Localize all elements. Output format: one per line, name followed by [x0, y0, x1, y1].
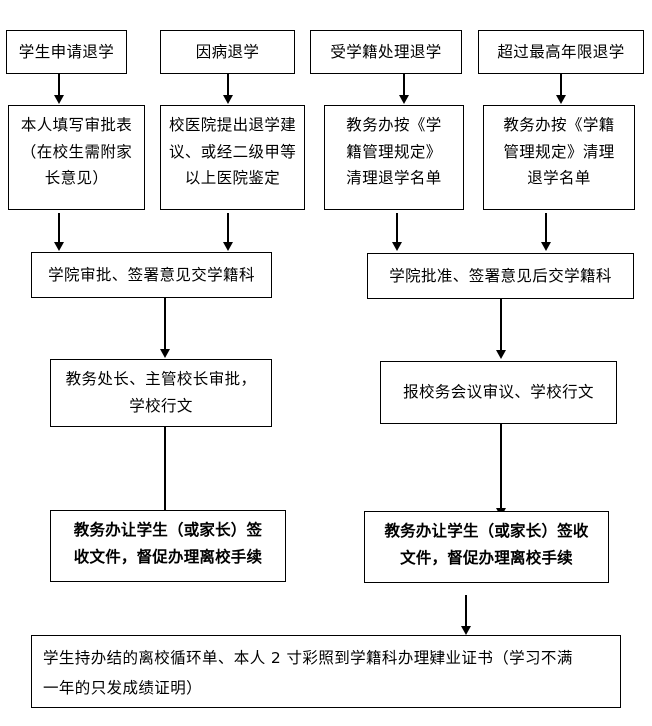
node-hospital-recommendation[interactable]: 校医院提出退学建 议、或经二级甲等 以上医院鉴定 [160, 105, 305, 210]
node-line: 学生持办结的离校循环单、本人 2 寸彩照到学籍科办理肄业证书（学习不满 [43, 649, 573, 667]
node-line: 长意见） [44, 169, 109, 188]
node-college-approval-right[interactable]: 学院批准、签署意见后交学籍科 [367, 253, 634, 299]
node-line: 文件，督促办理离校手续 [400, 548, 573, 567]
node-line: 教务办按《学 [346, 116, 442, 134]
arrowhead-n5_right-n6_final [461, 626, 471, 635]
arrowhead-n2_4-n3_right [541, 242, 551, 251]
connector-n4_right-n5_right [500, 424, 502, 510]
node-illness-withdrawal[interactable]: 因病退学 [160, 30, 295, 74]
node-line: 一年的只发成绩证明） [43, 679, 203, 698]
node-line: 教务办让学生（或家长）签 [73, 521, 263, 539]
node-line: 受学籍处理退学 [330, 42, 442, 61]
connector-n3_right-n4_right [500, 299, 502, 352]
node-line: 籍管理规定》 [346, 142, 442, 161]
node-line: 教务处长、主管校长审批， [65, 370, 257, 388]
arrowhead-n1_2-n2_2 [223, 95, 233, 104]
connector-n5_right-n6_final [465, 595, 467, 628]
connector-n2_4-n3_right [545, 213, 547, 244]
node-school-meeting-review[interactable]: 报校务会议审议、学校行文 [380, 361, 617, 424]
node-final-certificate[interactable]: 学生持办结的离校循环单、本人 2 寸彩照到学籍科办理肄业证书（学习不满 一年的只… [31, 635, 621, 708]
arrowhead-n2_1-n3_left [54, 242, 64, 251]
node-line: 学院审批、签署意见交学籍科 [48, 265, 255, 284]
node-fill-approval-form[interactable]: 本人填写审批表 （在校生需附家 长意见） [8, 105, 145, 210]
arrowhead-n3_right-n4_right [496, 350, 506, 359]
node-college-approval-left[interactable]: 学院审批、签署意见交学籍科 [31, 252, 272, 298]
node-line: 退学名单 [527, 169, 591, 188]
node-line: 超过最高年限退学 [497, 42, 625, 61]
node-line: 收文件，督促办理离校手续 [73, 547, 263, 566]
connector-n2_2-n3_left [227, 213, 229, 244]
node-sign-documents-right[interactable]: 教务办让学生（或家长）签收 文件，督促办理离校手续 [364, 511, 609, 583]
node-student-application[interactable]: 学生申请退学 [6, 30, 127, 74]
arrowhead-n1_4-n2_4 [556, 95, 566, 104]
node-line: 议、或经二级甲等 [169, 142, 297, 161]
node-line: 教务办让学生（或家长）签收 [384, 522, 589, 540]
node-line: 本人填写审批表 [20, 116, 133, 134]
arrowhead-n3_left-n4_left [160, 349, 170, 358]
node-line: 报校务会议审议、学校行文 [403, 383, 594, 402]
arrowhead-n2_3-n3_right [392, 242, 402, 251]
connector-n4_left-n5_left [164, 427, 166, 513]
node-status-penalty-withdrawal[interactable]: 受学籍处理退学 [310, 30, 462, 74]
node-academic-office-list-right[interactable]: 教务办按《学籍 管理规定》清理 退学名单 [483, 105, 635, 210]
arrowhead-n2_2-n3_left [223, 242, 233, 251]
node-line: 校医院提出退学建 [169, 116, 297, 134]
node-max-years-withdrawal[interactable]: 超过最高年限退学 [478, 30, 644, 74]
node-line: 管理规定》清理 [503, 142, 615, 161]
connector-n2_1-n3_left [58, 213, 60, 244]
node-line: 因病退学 [195, 42, 260, 61]
node-academic-office-list-left[interactable]: 教务办按《学 籍管理规定》 清理退学名单 [324, 105, 464, 210]
connector-n2_3-n3_right [396, 213, 398, 244]
connector-n3_left-n4_left [164, 298, 166, 351]
arrowhead-n1_3-n2_3 [399, 95, 409, 104]
connector-n1_4-n2_4 [560, 74, 562, 97]
connector-n1_2-n2_2 [227, 74, 229, 97]
node-line: 以上医院鉴定 [184, 169, 281, 188]
node-line: 清理退学名单 [346, 169, 442, 188]
node-line: （在校生需附家 [20, 142, 133, 161]
node-line: 学生申请退学 [18, 42, 115, 61]
connector-n1_3-n2_3 [403, 74, 405, 97]
connector-n1_1-n2_1 [58, 74, 60, 97]
node-dean-principal-approval[interactable]: 教务处长、主管校长审批， 学校行文 [50, 359, 272, 427]
node-line: 学校行文 [129, 396, 193, 415]
arrowhead-n1_1-n2_1 [54, 95, 64, 104]
node-line: 教务办按《学籍 [503, 116, 615, 134]
node-line: 学院批准、签署意见后交学籍科 [389, 266, 612, 285]
node-sign-documents-left[interactable]: 教务办让学生（或家长）签 收文件，督促办理离校手续 [50, 510, 286, 582]
